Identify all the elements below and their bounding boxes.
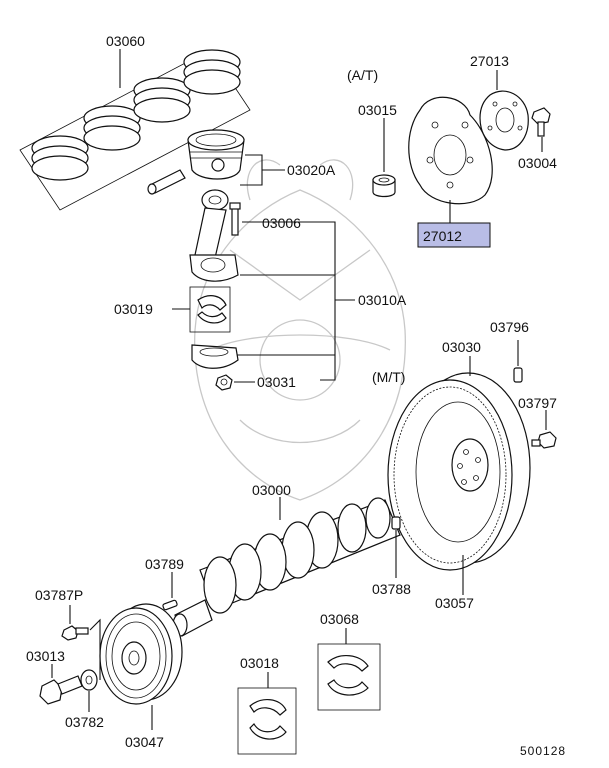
label-at: (A/T) bbox=[347, 67, 378, 83]
key-03789[interactable] bbox=[162, 599, 178, 611]
rod-cap[interactable] bbox=[191, 344, 239, 369]
label-03782: 03782 bbox=[65, 714, 104, 730]
highlight-27012[interactable] bbox=[417, 222, 491, 248]
label-03015: 03015 bbox=[358, 102, 397, 118]
piston-ring-set-2 bbox=[83, 105, 141, 151]
rod-bolt[interactable] bbox=[229, 202, 241, 236]
crank-bolt-03013[interactable] bbox=[39, 675, 83, 705]
piston-rings-group[interactable] bbox=[19, 49, 251, 211]
adapter-plate-27013[interactable] bbox=[479, 90, 529, 151]
label-03796: 03796 bbox=[490, 319, 529, 335]
dowel-pin-03796[interactable] bbox=[513, 367, 523, 383]
washer-03782[interactable] bbox=[80, 669, 98, 691]
label-03031: 03031 bbox=[257, 374, 296, 390]
rod-bearing-03019[interactable] bbox=[197, 295, 227, 324]
bolt-03004[interactable] bbox=[531, 107, 551, 137]
label-03019: 03019 bbox=[114, 301, 153, 317]
damper-pulley-03047[interactable] bbox=[99, 603, 183, 705]
flywheel-03030[interactable] bbox=[387, 372, 531, 571]
spacer-03015[interactable] bbox=[372, 174, 396, 198]
label-03030: 03030 bbox=[442, 339, 481, 355]
label-03004: 03004 bbox=[518, 155, 557, 171]
crankshaft-03000[interactable] bbox=[172, 497, 401, 637]
label-03000: 03000 bbox=[252, 482, 291, 498]
label-03057: 03057 bbox=[435, 595, 474, 611]
label-03789: 03789 bbox=[145, 556, 184, 572]
label-27012: 27012 bbox=[423, 228, 462, 244]
piston-ring-set-4 bbox=[183, 49, 241, 95]
label-27013: 27013 bbox=[470, 53, 509, 69]
pilot-bushing-03788[interactable] bbox=[391, 516, 401, 530]
label-03060: 03060 bbox=[106, 33, 145, 49]
label-03788: 03788 bbox=[372, 581, 411, 597]
bolt-03787p[interactable] bbox=[61, 625, 89, 641]
label-03006: 03006 bbox=[262, 215, 301, 231]
piston[interactable] bbox=[187, 129, 245, 180]
label-mt: (M/T) bbox=[372, 369, 405, 385]
bearing-box-03068 bbox=[317, 643, 381, 711]
label-03013: 03013 bbox=[26, 648, 65, 664]
label-03787p: 03787P bbox=[35, 587, 83, 603]
bolt-03797[interactable] bbox=[531, 431, 557, 449]
piston-ring-set-3 bbox=[133, 77, 191, 123]
drive-plate-27012[interactable] bbox=[408, 96, 493, 205]
label-03020a: 03020A bbox=[287, 162, 336, 178]
main-bearing-03018[interactable] bbox=[249, 699, 287, 740]
label-03068: 03068 bbox=[320, 611, 359, 627]
connecting-rod[interactable] bbox=[189, 189, 239, 282]
thrust-bearing-03068[interactable] bbox=[327, 655, 369, 696]
piston-ring-set-1 bbox=[31, 135, 89, 181]
piston-pin[interactable] bbox=[147, 169, 186, 195]
rod-nut[interactable] bbox=[215, 374, 233, 391]
label-03797: 03797 bbox=[518, 395, 557, 411]
bearing-box-03018 bbox=[237, 687, 297, 755]
label-03047: 03047 bbox=[125, 734, 164, 750]
label-03018: 03018 bbox=[240, 655, 279, 671]
diagram-id: 500128 bbox=[520, 744, 566, 758]
label-03010a: 03010A bbox=[358, 292, 407, 308]
